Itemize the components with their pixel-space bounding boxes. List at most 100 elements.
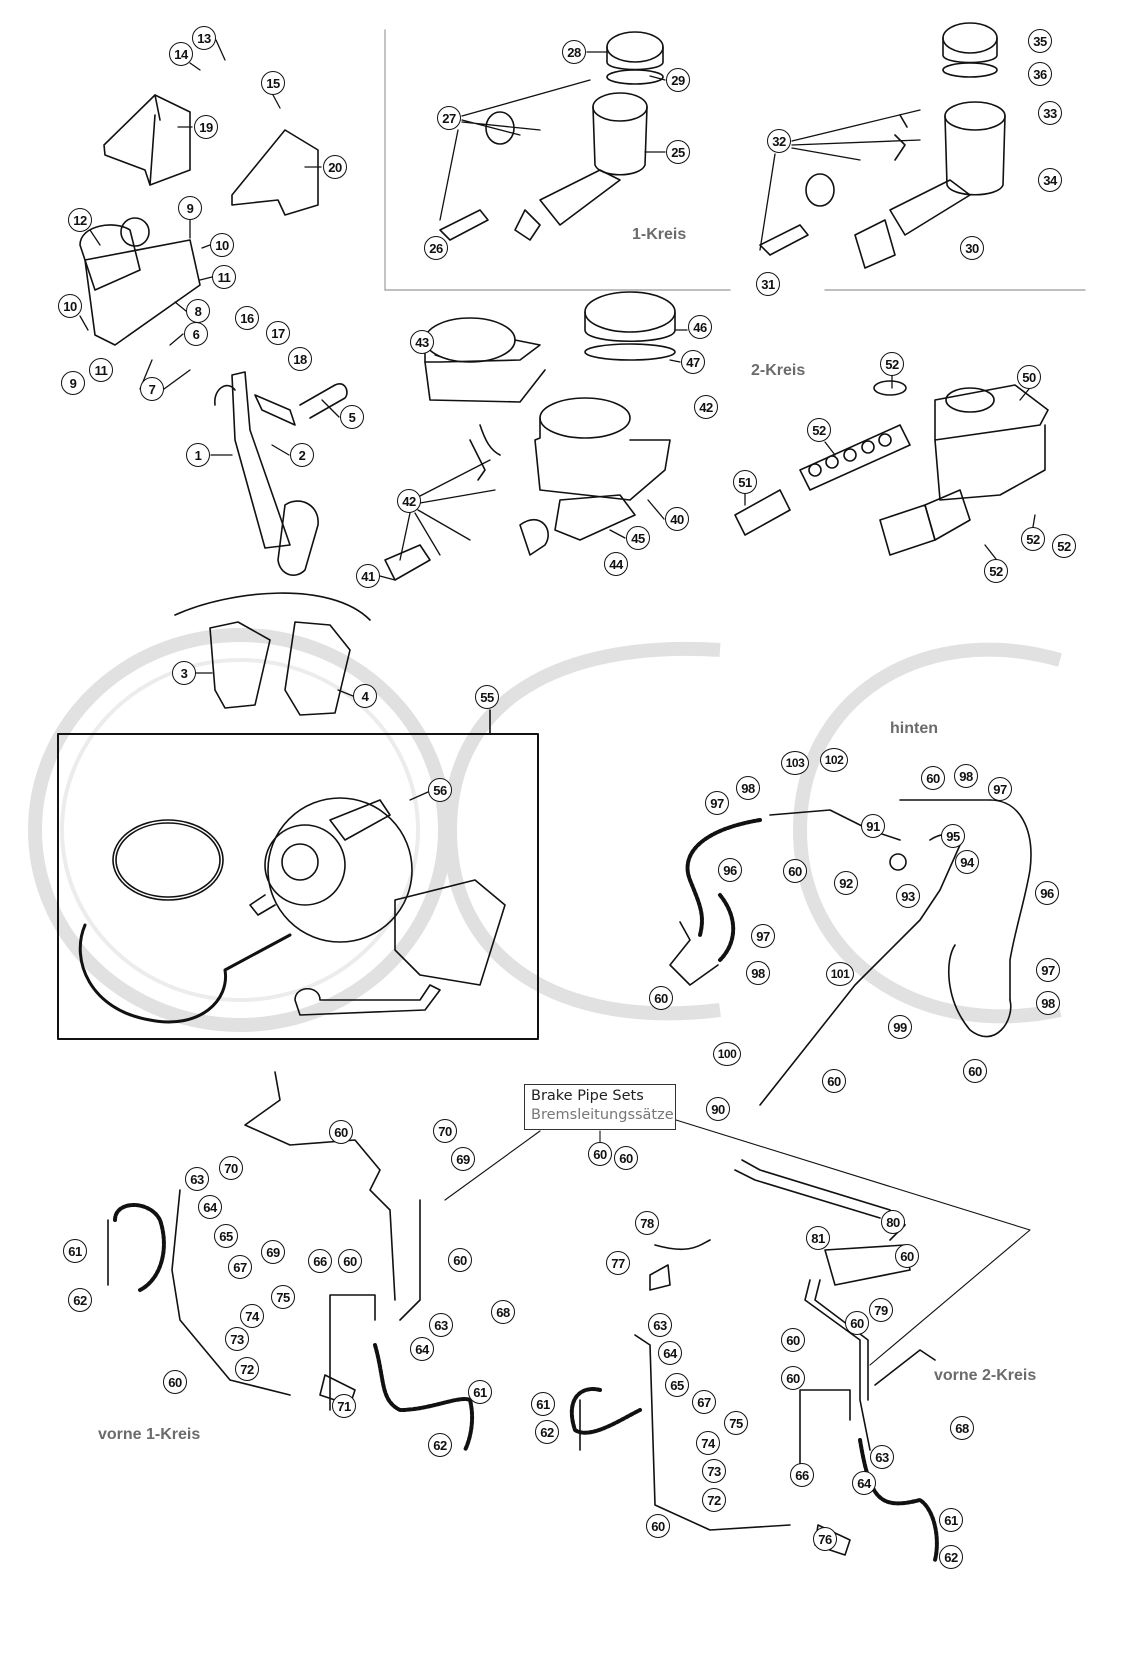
part-callout-2[interactable]: 2 bbox=[290, 443, 314, 467]
part-callout-15[interactable]: 15 bbox=[261, 71, 285, 95]
part-callout-97[interactable]: 97 bbox=[988, 777, 1012, 801]
part-callout-6[interactable]: 6 bbox=[184, 322, 208, 346]
part-callout-5[interactable]: 5 bbox=[340, 405, 364, 429]
part-callout-60[interactable]: 60 bbox=[329, 1120, 353, 1144]
part-callout-50[interactable]: 50 bbox=[1017, 365, 1041, 389]
part-callout-69[interactable]: 69 bbox=[451, 1147, 475, 1171]
part-callout-98[interactable]: 98 bbox=[1036, 991, 1060, 1015]
part-callout-97[interactable]: 97 bbox=[751, 924, 775, 948]
part-callout-33[interactable]: 33 bbox=[1038, 101, 1062, 125]
part-callout-18[interactable]: 18 bbox=[288, 347, 312, 371]
part-callout-62[interactable]: 62 bbox=[428, 1433, 452, 1457]
part-callout-95[interactable]: 95 bbox=[941, 824, 965, 848]
part-callout-7[interactable]: 7 bbox=[140, 377, 164, 401]
part-callout-60[interactable]: 60 bbox=[646, 1514, 670, 1538]
part-callout-32[interactable]: 32 bbox=[767, 129, 791, 153]
part-callout-60[interactable]: 60 bbox=[783, 859, 807, 883]
part-callout-100[interactable]: 100 bbox=[713, 1042, 741, 1066]
part-callout-64[interactable]: 64 bbox=[658, 1341, 682, 1365]
part-callout-46[interactable]: 46 bbox=[688, 315, 712, 339]
part-callout-70[interactable]: 70 bbox=[433, 1119, 457, 1143]
part-callout-14[interactable]: 14 bbox=[169, 42, 193, 66]
part-callout-65[interactable]: 65 bbox=[665, 1373, 689, 1397]
part-callout-90[interactable]: 90 bbox=[706, 1097, 730, 1121]
part-callout-96[interactable]: 96 bbox=[1035, 881, 1059, 905]
part-callout-92[interactable]: 92 bbox=[834, 871, 858, 895]
part-callout-64[interactable]: 64 bbox=[410, 1337, 434, 1361]
part-callout-68[interactable]: 68 bbox=[950, 1416, 974, 1440]
part-callout-96[interactable]: 96 bbox=[718, 858, 742, 882]
part-callout-80[interactable]: 80 bbox=[881, 1210, 905, 1234]
part-callout-56[interactable]: 56 bbox=[428, 778, 452, 802]
part-callout-60[interactable]: 60 bbox=[822, 1069, 846, 1093]
part-callout-60[interactable]: 60 bbox=[921, 766, 945, 790]
part-callout-75[interactable]: 75 bbox=[724, 1411, 748, 1435]
part-callout-63[interactable]: 63 bbox=[648, 1313, 672, 1337]
part-callout-67[interactable]: 67 bbox=[228, 1255, 252, 1279]
part-callout-69[interactable]: 69 bbox=[261, 1240, 285, 1264]
part-callout-20[interactable]: 20 bbox=[323, 155, 347, 179]
part-callout-61[interactable]: 61 bbox=[468, 1380, 492, 1404]
part-callout-76[interactable]: 76 bbox=[813, 1527, 837, 1551]
part-callout-98[interactable]: 98 bbox=[746, 961, 770, 985]
part-callout-11[interactable]: 11 bbox=[89, 358, 113, 382]
part-callout-10[interactable]: 10 bbox=[58, 294, 82, 318]
part-callout-41[interactable]: 41 bbox=[356, 564, 380, 588]
part-callout-60[interactable]: 60 bbox=[781, 1328, 805, 1352]
part-callout-52[interactable]: 52 bbox=[807, 418, 831, 442]
part-callout-93[interactable]: 93 bbox=[896, 884, 920, 908]
part-callout-74[interactable]: 74 bbox=[696, 1431, 720, 1455]
part-callout-99[interactable]: 99 bbox=[888, 1015, 912, 1039]
part-callout-73[interactable]: 73 bbox=[225, 1327, 249, 1351]
part-callout-44[interactable]: 44 bbox=[604, 552, 628, 576]
part-callout-60[interactable]: 60 bbox=[614, 1146, 638, 1170]
part-callout-94[interactable]: 94 bbox=[955, 850, 979, 874]
part-callout-72[interactable]: 72 bbox=[702, 1488, 726, 1512]
part-callout-81[interactable]: 81 bbox=[806, 1226, 830, 1250]
part-callout-9[interactable]: 9 bbox=[61, 371, 85, 395]
part-callout-25[interactable]: 25 bbox=[666, 140, 690, 164]
part-callout-55[interactable]: 55 bbox=[475, 685, 499, 709]
part-callout-63[interactable]: 63 bbox=[429, 1313, 453, 1337]
part-callout-63[interactable]: 63 bbox=[870, 1445, 894, 1469]
part-callout-10[interactable]: 10 bbox=[210, 233, 234, 257]
part-callout-62[interactable]: 62 bbox=[939, 1545, 963, 1569]
part-callout-19[interactable]: 19 bbox=[194, 115, 218, 139]
part-callout-62[interactable]: 62 bbox=[68, 1288, 92, 1312]
part-callout-98[interactable]: 98 bbox=[954, 764, 978, 788]
part-callout-66[interactable]: 66 bbox=[790, 1463, 814, 1487]
part-callout-102[interactable]: 102 bbox=[820, 748, 848, 772]
brake-pipe-sets-callout[interactable]: 60 bbox=[588, 1142, 612, 1166]
part-callout-52[interactable]: 52 bbox=[1021, 527, 1045, 551]
part-callout-13[interactable]: 13 bbox=[192, 26, 216, 50]
part-callout-45[interactable]: 45 bbox=[626, 526, 650, 550]
part-callout-36[interactable]: 36 bbox=[1028, 62, 1052, 86]
part-callout-61[interactable]: 61 bbox=[939, 1508, 963, 1532]
part-callout-74[interactable]: 74 bbox=[240, 1304, 264, 1328]
part-callout-60[interactable]: 60 bbox=[338, 1249, 362, 1273]
part-callout-77[interactable]: 77 bbox=[606, 1251, 630, 1275]
part-callout-97[interactable]: 97 bbox=[1036, 958, 1060, 982]
part-callout-30[interactable]: 30 bbox=[960, 236, 984, 260]
part-callout-68[interactable]: 68 bbox=[491, 1300, 515, 1324]
part-callout-97[interactable]: 97 bbox=[705, 791, 729, 815]
part-callout-60[interactable]: 60 bbox=[895, 1244, 919, 1268]
part-callout-66[interactable]: 66 bbox=[308, 1249, 332, 1273]
part-callout-101[interactable]: 101 bbox=[826, 962, 854, 986]
part-callout-63[interactable]: 63 bbox=[185, 1167, 209, 1191]
part-callout-60[interactable]: 60 bbox=[649, 986, 673, 1010]
part-callout-4[interactable]: 4 bbox=[353, 684, 377, 708]
part-callout-67[interactable]: 67 bbox=[692, 1390, 716, 1414]
part-callout-9[interactable]: 9 bbox=[178, 196, 202, 220]
part-callout-64[interactable]: 64 bbox=[852, 1471, 876, 1495]
part-callout-42[interactable]: 42 bbox=[397, 489, 421, 513]
part-callout-16[interactable]: 16 bbox=[235, 306, 259, 330]
part-callout-60[interactable]: 60 bbox=[845, 1311, 869, 1335]
part-callout-35[interactable]: 35 bbox=[1028, 29, 1052, 53]
part-callout-40[interactable]: 40 bbox=[665, 507, 689, 531]
part-callout-103[interactable]: 103 bbox=[781, 751, 809, 775]
part-callout-72[interactable]: 72 bbox=[235, 1357, 259, 1381]
part-callout-11[interactable]: 11 bbox=[212, 265, 236, 289]
part-callout-78[interactable]: 78 bbox=[635, 1211, 659, 1235]
part-callout-12[interactable]: 12 bbox=[68, 208, 92, 232]
